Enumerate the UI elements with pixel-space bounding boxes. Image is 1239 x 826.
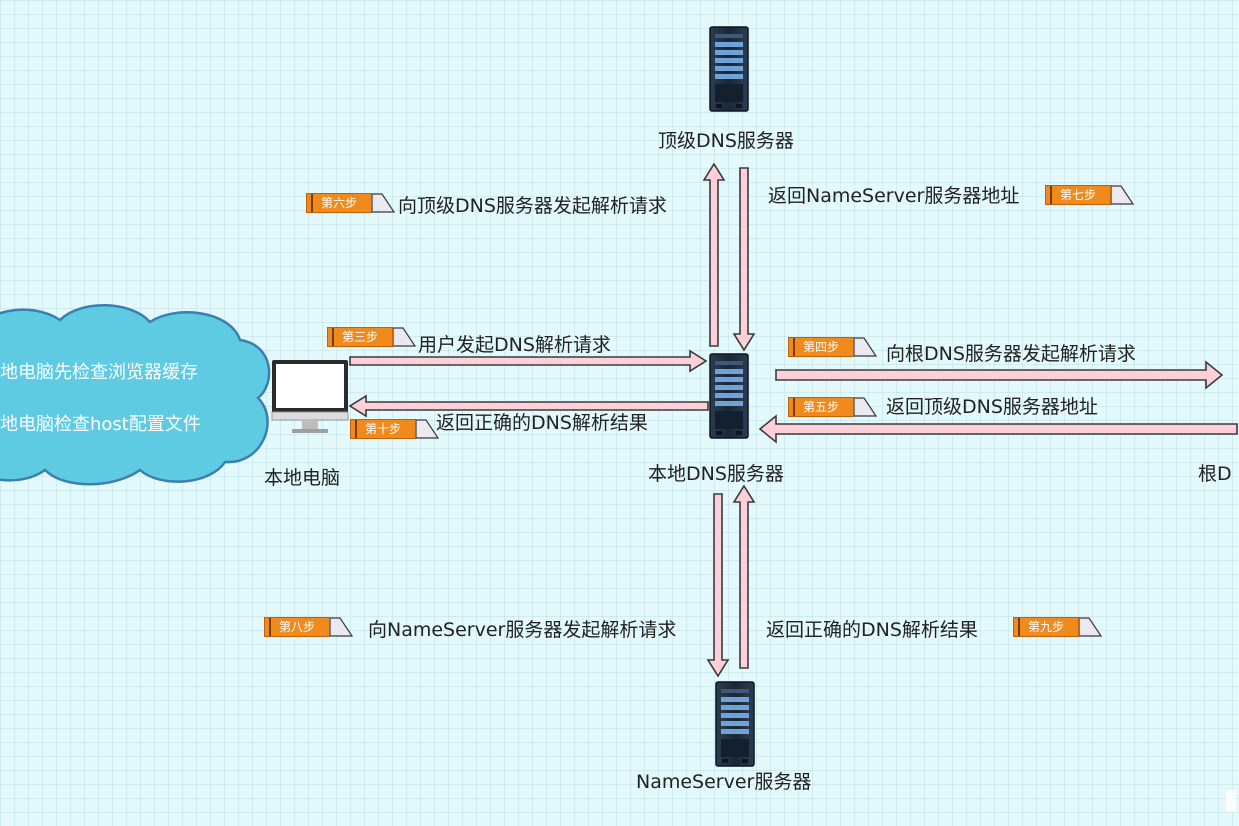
arrow-step10 <box>348 394 709 418</box>
step-four-tag: 第四步 <box>788 337 880 357</box>
step-nine-tail-icon <box>1079 617 1103 637</box>
arrow-step3 <box>349 349 708 373</box>
step-three-text: 用户发起DNS解析请求 <box>418 334 611 356</box>
step-four-flag: 第四步 <box>788 337 854 357</box>
step-seven-text: 返回NameServer服务器地址 <box>768 185 1020 207</box>
corner-mark <box>1226 790 1236 812</box>
nameserver-label: NameServer服务器 <box>636 771 812 793</box>
arrow-step5 <box>758 414 1238 444</box>
top-dns-label: 顶级DNS服务器 <box>658 130 794 152</box>
step-eight-flag: 第八步 <box>264 617 330 637</box>
step-four-tail-icon <box>854 337 878 357</box>
step-six-flag: 第六步 <box>306 193 372 213</box>
local-pc-label: 本地电脑 <box>264 467 341 489</box>
browser-cache-cloud <box>0 304 271 486</box>
step-ten-flag: 第十步 <box>350 419 416 439</box>
cloud-text-host: 地电脑检查host配置文件 <box>0 414 201 435</box>
step-five-tag: 第五步 <box>788 397 880 417</box>
nameserver-server-icon <box>715 681 755 767</box>
step-seven-flag: 第七步 <box>1045 185 1111 205</box>
step-six-tag: 第六步 <box>306 193 398 213</box>
local-dns-server-icon <box>709 353 749 439</box>
step-ten-tag: 第十步 <box>350 419 442 439</box>
arrow-step6 <box>702 162 726 347</box>
step-nine-flag: 第九步 <box>1013 617 1079 637</box>
step-nine-tag: 第九步 <box>1013 617 1105 637</box>
step-eight-text: 向NameServer服务器发起解析请求 <box>368 619 677 641</box>
arrow-step7 <box>732 167 756 352</box>
arrow-step9 <box>732 484 756 669</box>
step-eight-tag: 第八步 <box>264 617 356 637</box>
cloud-text-cache: 地电脑先检查浏览器缓存 <box>0 362 198 383</box>
root-dns-label: 根D <box>1198 463 1232 485</box>
step-five-text: 返回顶级DNS服务器地址 <box>886 396 1098 418</box>
computer-icon <box>271 360 349 433</box>
step-six-tail-icon <box>372 193 396 213</box>
top-dns-server-icon <box>709 26 749 112</box>
arrow-step4 <box>775 360 1224 390</box>
step-eight-tail-icon <box>330 617 354 637</box>
step-ten-tail-icon <box>416 419 440 439</box>
step-six-text: 向顶级DNS服务器发起解析请求 <box>398 195 667 217</box>
step-three-tag: 第三步 <box>327 327 419 347</box>
arrow-step8 <box>706 493 730 678</box>
local-dns-label: 本地DNS服务器 <box>648 463 784 485</box>
step-ten-text: 返回正确的DNS解析结果 <box>436 412 648 434</box>
step-seven-tag: 第七步 <box>1045 185 1137 205</box>
step-three-tail-icon <box>393 327 417 347</box>
step-nine-text: 返回正确的DNS解析结果 <box>766 619 978 641</box>
step-three-flag: 第三步 <box>327 327 393 347</box>
step-seven-tail-icon <box>1111 185 1135 205</box>
step-four-text: 向根DNS服务器发起解析请求 <box>886 343 1136 365</box>
step-five-tail-icon <box>854 397 878 417</box>
step-five-flag: 第五步 <box>788 397 854 417</box>
